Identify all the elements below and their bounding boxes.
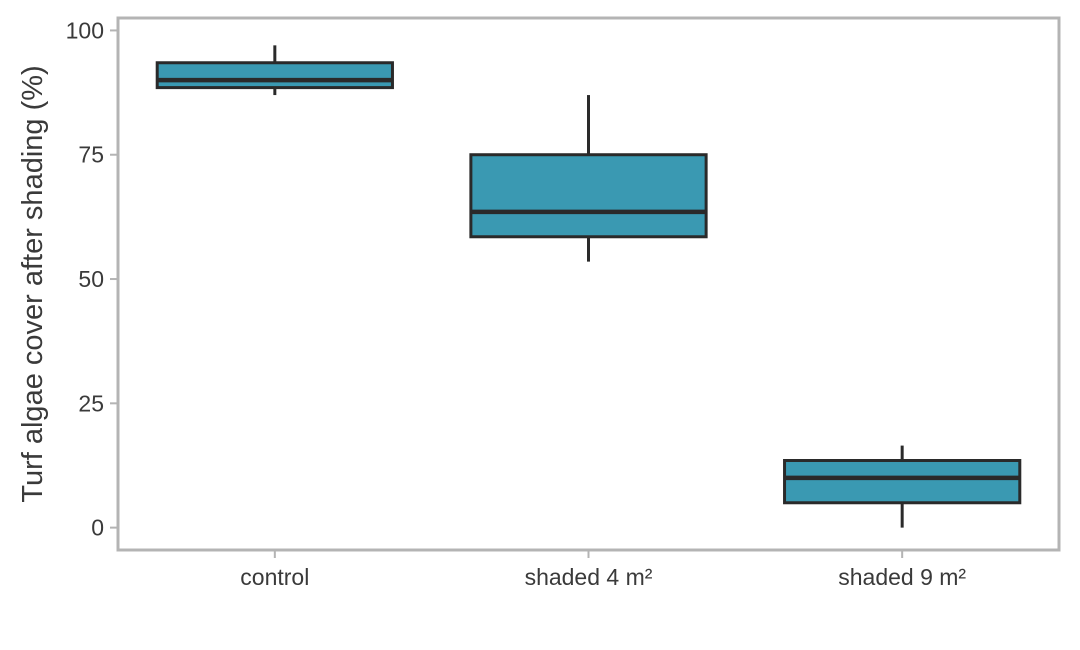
y-tick-label: 25 bbox=[78, 390, 104, 416]
iqr-box bbox=[469, 153, 708, 239]
y-tick-label: 0 bbox=[91, 515, 104, 541]
box-group bbox=[155, 45, 394, 96]
y-tick-label: 75 bbox=[78, 142, 104, 168]
y-tick-label: 100 bbox=[66, 17, 104, 43]
y-tick-label: 50 bbox=[78, 266, 104, 292]
box-group bbox=[783, 445, 1022, 528]
boxes-layer bbox=[155, 45, 1022, 528]
y-axis-ticks: 0 25 50 75 100 bbox=[66, 17, 118, 541]
x-tick-label: shaded 4 m² bbox=[525, 564, 653, 590]
iqr-box bbox=[783, 459, 1022, 505]
iqr-box bbox=[155, 61, 394, 90]
box-group bbox=[469, 95, 708, 262]
x-tick-label: shaded 9 m² bbox=[838, 564, 966, 590]
x-axis-ticks: control shaded 4 m² shaded 9 m² bbox=[240, 550, 966, 590]
x-tick-label: control bbox=[240, 564, 309, 590]
y-axis-label: Turf algae cover after shading (%) bbox=[17, 65, 49, 502]
